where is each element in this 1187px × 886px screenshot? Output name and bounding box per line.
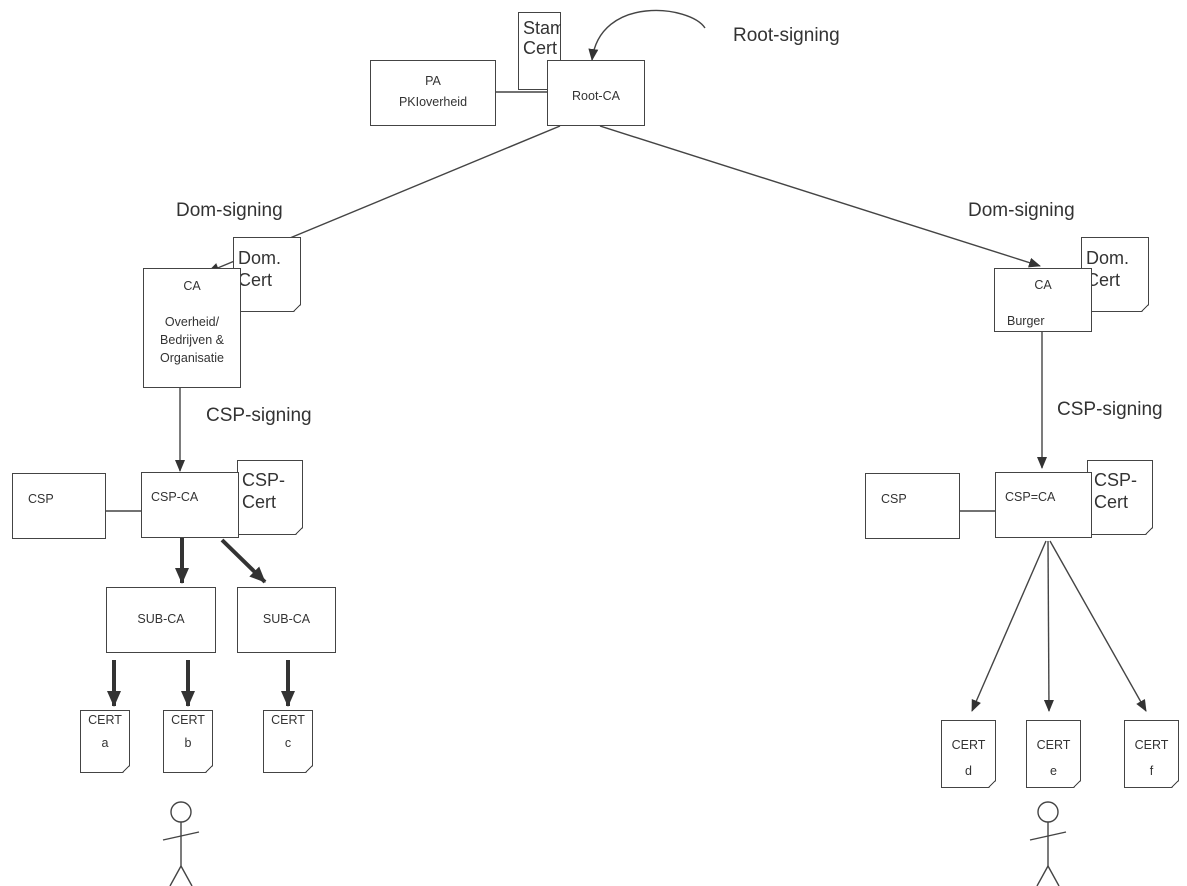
root-ca-box: Root-CA: [547, 60, 645, 126]
ca-overheid-line2: Bedrijven &: [160, 333, 224, 347]
cert-c-label: CERT: [271, 713, 305, 727]
cert-d-letter: d: [965, 764, 972, 778]
cert-b-letter: b: [184, 736, 192, 750]
cert-c-letter: c: [284, 736, 292, 750]
csp-ca-left-box: CSP-CA: [141, 472, 239, 538]
person-icon-left: [162, 801, 200, 886]
pa-line1: PA: [425, 74, 441, 88]
cert-a-document: CERT a: [80, 710, 130, 773]
sub-ca-1-label: SUB-CA: [137, 612, 185, 626]
cert-f-document: CERT f: [1124, 720, 1179, 788]
dom-signing-right-label: Dom-signing: [968, 200, 1075, 221]
dom-cert-left-line2: Cert: [238, 270, 273, 290]
csp-cert-right-line1: CSP-: [1094, 470, 1138, 490]
sub-ca-1-box: SUB-CA: [106, 587, 216, 653]
cert-e-label: CERT: [1036, 738, 1071, 752]
ca-burger-title: CA: [1034, 278, 1052, 292]
cert-d-document: CERT d: [941, 720, 996, 788]
ca-overheid-title: CA: [183, 279, 201, 293]
csp-cert-left-document: CSP- Cert: [237, 460, 303, 535]
cert-f-label: CERT: [1134, 738, 1169, 752]
sub-ca-2-arrow: [220, 538, 267, 584]
stam-cert-line2: Cert: [523, 38, 558, 58]
csp-cert-left-line2: Cert: [242, 492, 277, 512]
cert-b-document: CERT b: [163, 710, 213, 773]
csp-ca-right-label: CSP=CA: [1005, 490, 1056, 504]
dom-cert-left-document: Dom. Cert: [233, 237, 301, 312]
csp-cert-left-line1: CSP-: [242, 470, 286, 490]
stam-cert-line1: Stam: [523, 18, 566, 38]
csp-left-box: CSP: [12, 473, 106, 539]
csp-ca-right-box: CSP=CA: [995, 472, 1092, 538]
cert-e-document: CERT e: [1026, 720, 1081, 788]
root-signing-loop: [588, 9, 706, 61]
cert-d-arrow: [971, 540, 1047, 712]
sub-ca-2-label: SUB-CA: [262, 612, 311, 626]
root-signing-label: Root-signing: [733, 25, 840, 46]
cert-e-letter: e: [1050, 764, 1057, 778]
csp-signing-left-label: CSP-signing: [206, 405, 312, 426]
ca-burger-box: CA Burger: [994, 268, 1092, 332]
csp-right-label: CSP: [881, 492, 907, 506]
cert-a-label: CERT: [88, 713, 122, 727]
cert-f-letter: f: [1149, 764, 1154, 778]
dom-signing-right-arrow: [599, 125, 1041, 268]
cert-d-label: CERT: [951, 738, 986, 752]
csp-ca-left-label: CSP-CA: [151, 490, 199, 504]
csp-signing-right-label: CSP-signing: [1057, 399, 1163, 420]
ca-overheid-line3: Organisatie: [160, 351, 224, 365]
dom-cert-right-line1: Dom.: [1086, 248, 1130, 268]
cert-c-document: CERT c: [263, 710, 313, 773]
root-ca-label: Root-CA: [572, 89, 620, 103]
dom-cert-right-line2: Cert: [1086, 270, 1121, 290]
csp-cert-right-document: CSP- Cert: [1087, 460, 1153, 535]
ca-overheid-box: CA Overheid/ Bedrijven & Organisatie: [143, 268, 241, 388]
ca-overheid-line1: Overheid/: [164, 315, 220, 329]
dom-signing-left-label: Dom-signing: [176, 200, 283, 221]
cert-e-arrow: [1043, 540, 1054, 712]
cert-f-arrow: [1049, 540, 1147, 712]
dom-cert-left-line1: Dom.: [238, 248, 282, 268]
pa-box: PA PKIoverheid: [370, 60, 496, 126]
pa-line2: PKIoverheid: [398, 95, 468, 109]
csp-right-box: CSP: [865, 473, 960, 539]
cert-b-label: CERT: [171, 713, 205, 727]
cert-a-letter: a: [101, 736, 109, 750]
person-icon-right: [1029, 801, 1067, 886]
csp-cert-right-line2: Cert: [1094, 492, 1129, 512]
ca-burger-line1: Burger: [1007, 314, 1045, 328]
csp-left-label: CSP: [28, 492, 54, 506]
sub-ca-2-box: SUB-CA: [237, 587, 336, 653]
